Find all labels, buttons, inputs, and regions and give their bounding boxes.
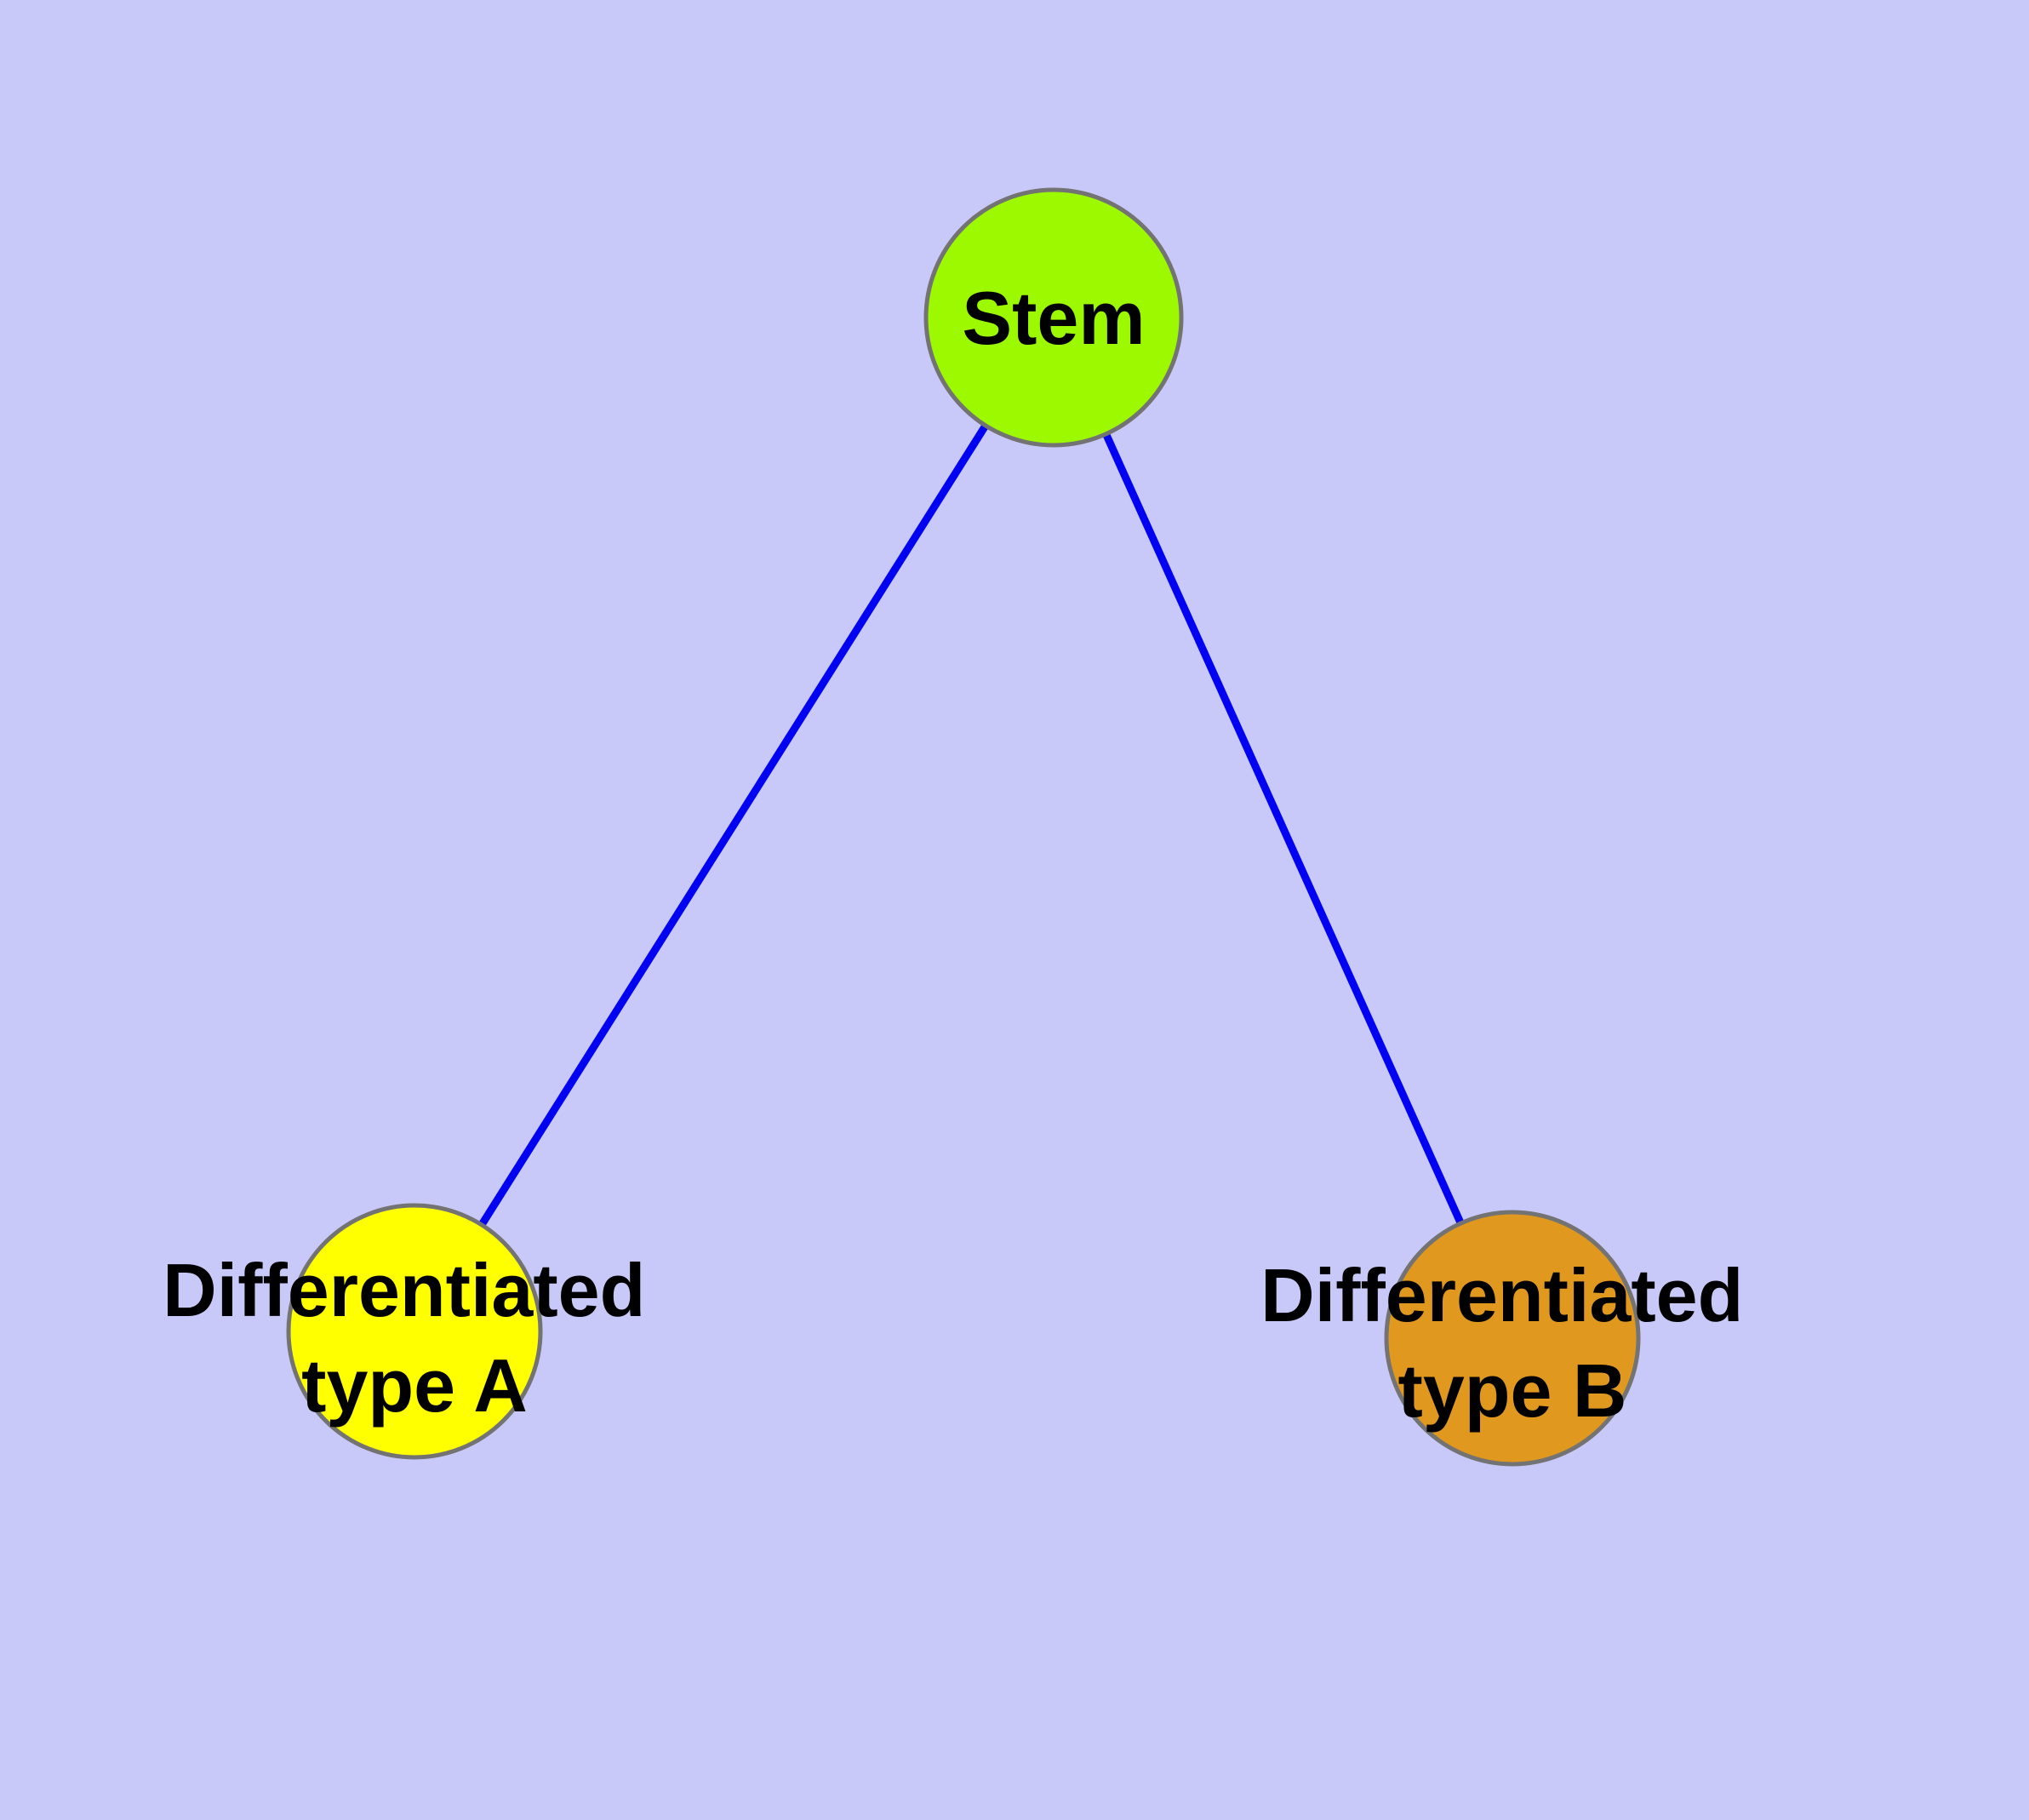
node-type-a-label-line2: type A xyxy=(301,1343,528,1428)
node-type-b-label-line2: type B xyxy=(1398,1348,1627,1433)
edge-stem-to-type-a xyxy=(411,315,1057,1334)
node-stem-label: Stem xyxy=(962,276,1145,360)
node-type-b-label: Differentiated type B xyxy=(1260,1253,1764,1433)
node-type-a-label: Differentiated type A xyxy=(163,1248,666,1428)
node-stem-circle xyxy=(923,187,1184,448)
node-type-a-circle xyxy=(286,1203,543,1460)
edge-stem-to-type-b xyxy=(1049,316,1517,1340)
node-type-a-label-line1: Differentiated xyxy=(163,1248,645,1332)
node-type-b-circle xyxy=(1384,1210,1641,1467)
node-type-b-label-line1: Differentiated xyxy=(1260,1253,1743,1337)
